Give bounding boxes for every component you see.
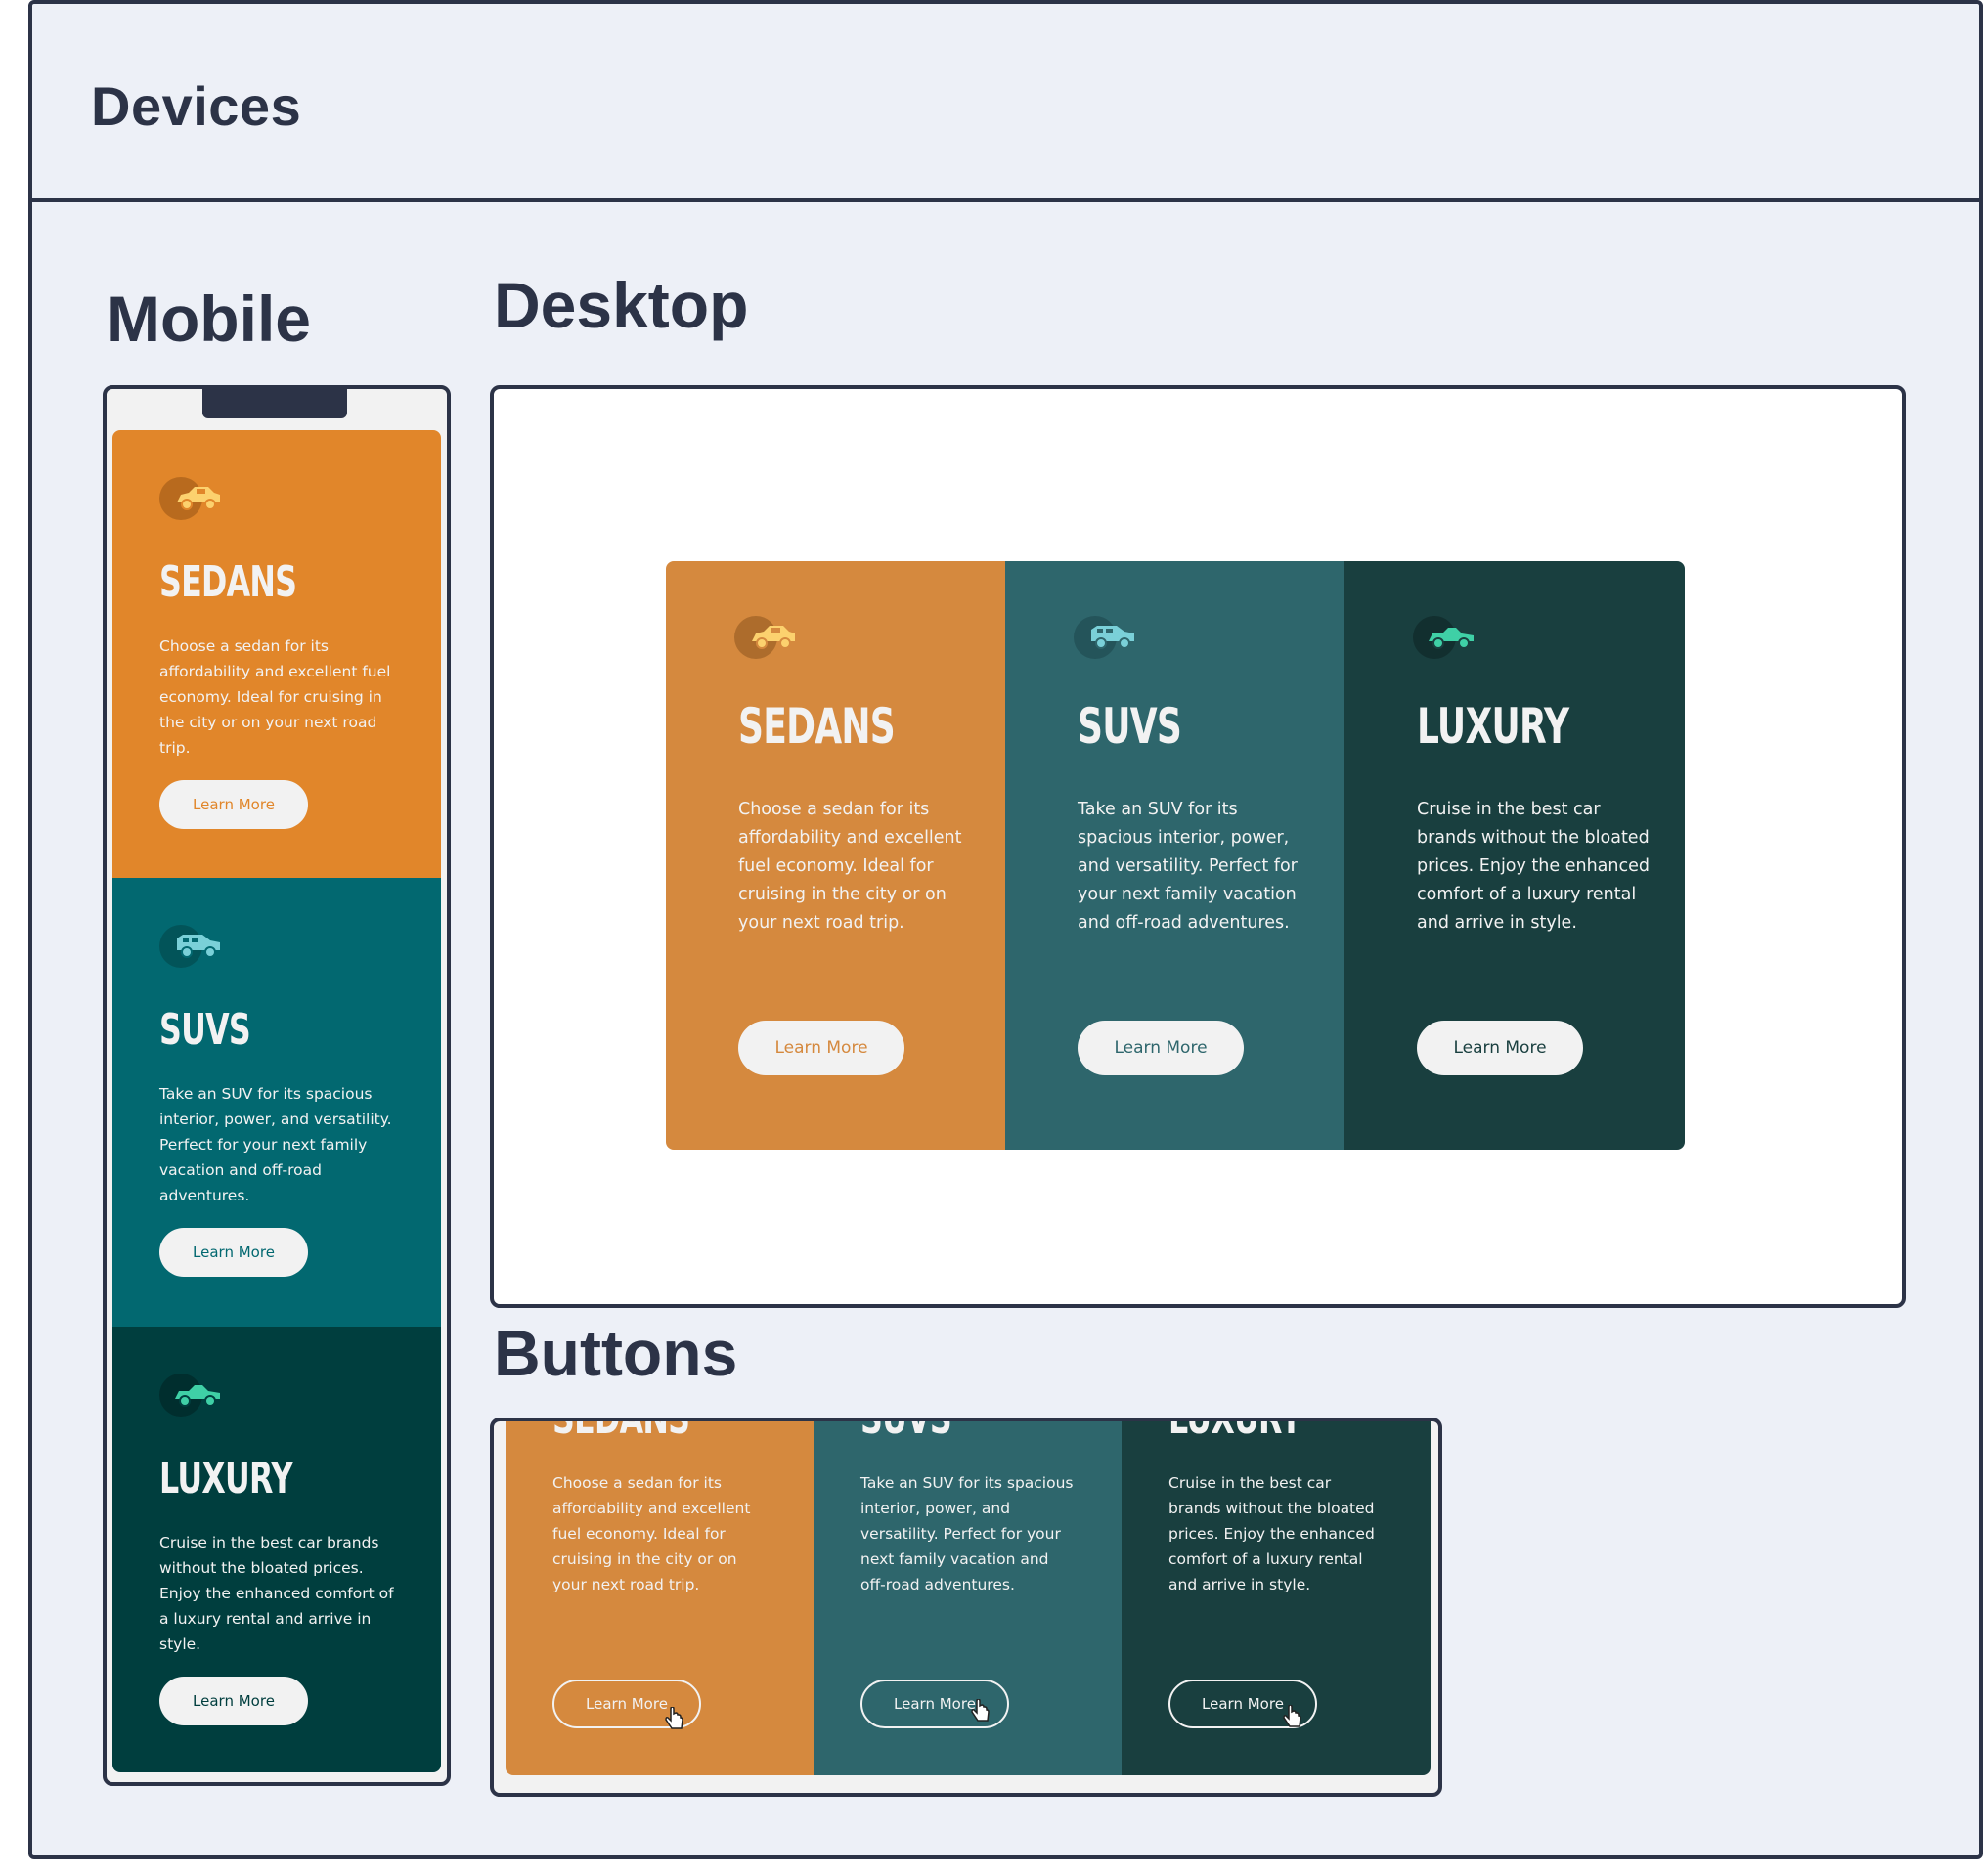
learn-more-button-hover[interactable]: Learn More <box>1168 1680 1317 1728</box>
luxury-car-icon <box>1413 616 1491 659</box>
card-description: Take an SUV for its spacious interior, p… <box>860 1474 1074 1593</box>
card-title: SEDANS <box>159 557 297 607</box>
mobile-card-suvs: SUVS Take an SUV for its spacious interi… <box>112 878 441 1327</box>
card-description: Choose a sedan for its affordability and… <box>159 637 391 757</box>
buttons-hover-preview: SEDANS Choose a sedan for its affordabil… <box>490 1418 1442 1797</box>
learn-more-button[interactable]: Learn More <box>159 1677 308 1725</box>
buttons-card-suvs: SUVS Take an SUV for its spacious interi… <box>814 1421 1122 1775</box>
devices-board: Devices Mobile Desktop Buttons SEDANS Ch… <box>28 0 1983 1859</box>
buttons-section-title: Buttons <box>494 1317 738 1389</box>
desktop-card-sedans: SEDANS Choose a sedan for its affordabil… <box>666 561 1005 1150</box>
card-title: LUXURY <box>159 1454 293 1504</box>
card-description: Choose a sedan for its affordability and… <box>738 800 962 933</box>
sedan-car-icon <box>734 616 813 659</box>
pointer-hand-icon <box>971 1699 990 1722</box>
card-title: SUVS <box>1078 698 1182 755</box>
suv-car-icon <box>1074 616 1152 659</box>
card-title: SUVS <box>159 1005 251 1055</box>
mobile-device-frame: SEDANS Choose a sedan for its affordabil… <box>103 385 451 1786</box>
board-title: Devices <box>91 75 302 137</box>
card-description: Choose a sedan for its affordability and… <box>552 1474 751 1593</box>
mobile-card-sedans: SEDANS Choose a sedan for its affordabil… <box>112 430 441 878</box>
buttons-card-row: SEDANS Choose a sedan for its affordabil… <box>506 1421 1431 1775</box>
card-title: LUXURY <box>1417 698 1569 755</box>
mobile-card-luxury: LUXURY Cruise in the best car brands wit… <box>112 1327 441 1772</box>
phone-notch <box>202 389 347 418</box>
card-title: SEDANS <box>738 698 896 755</box>
learn-more-button[interactable]: Learn More <box>738 1021 904 1075</box>
learn-more-button-hover[interactable]: Learn More <box>860 1680 1009 1728</box>
card-title: SEDANS <box>552 1421 690 1444</box>
card-title: SUVS <box>860 1421 952 1444</box>
sedan-car-icon <box>159 477 238 520</box>
learn-more-button[interactable]: Learn More <box>159 1228 308 1277</box>
mobile-section-title: Mobile <box>107 283 311 355</box>
card-title: LUXURY <box>1168 1421 1302 1444</box>
desktop-card-suvs: SUVS Take an SUV for its spacious interi… <box>1005 561 1344 1150</box>
desktop-card-row: SEDANS Choose a sedan for its affordabil… <box>666 561 1685 1150</box>
learn-more-button-hover[interactable]: Learn More <box>552 1680 701 1728</box>
learn-more-button[interactable]: Learn More <box>1417 1021 1583 1075</box>
card-description: Cruise in the best car brands without th… <box>1168 1474 1375 1593</box>
buttons-card-sedans: SEDANS Choose a sedan for its affordabil… <box>506 1421 814 1775</box>
luxury-car-icon <box>159 1374 238 1417</box>
learn-more-button[interactable]: Learn More <box>1078 1021 1244 1075</box>
board-header: Devices <box>32 4 1979 202</box>
pointer-hand-icon <box>1283 1705 1301 1727</box>
card-description: Cruise in the best car brands without th… <box>159 1534 394 1653</box>
buttons-card-luxury: LUXURY Cruise in the best car brands wit… <box>1122 1421 1431 1775</box>
card-description: Take an SUV for its spacious interior, p… <box>1078 800 1298 933</box>
desktop-card-luxury: LUXURY Cruise in the best car brands wit… <box>1344 561 1685 1150</box>
learn-more-button[interactable]: Learn More <box>159 780 308 829</box>
pointer-hand-icon <box>665 1707 683 1729</box>
card-description: Cruise in the best car brands without th… <box>1417 800 1650 933</box>
suv-car-icon <box>159 925 238 968</box>
desktop-device-frame: SEDANS Choose a sedan for its affordabil… <box>490 385 1906 1308</box>
desktop-section-title: Desktop <box>494 269 749 341</box>
card-description: Take an SUV for its spacious interior, p… <box>159 1085 392 1204</box>
